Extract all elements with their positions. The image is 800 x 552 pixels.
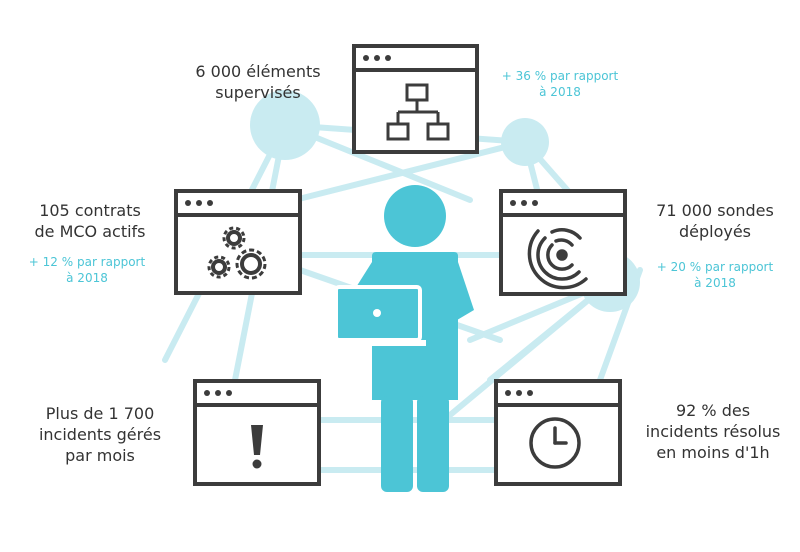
incidents-line-2: incidents gérés — [38, 425, 162, 444]
window-right — [499, 189, 627, 296]
window-left — [174, 189, 302, 295]
probes-growth-line-2: à 2018 — [694, 276, 736, 290]
warning-icon — [251, 425, 263, 469]
signal-icon — [527, 228, 588, 290]
contracts-growth: + 12 % par rapport à 2018 — [12, 254, 162, 286]
contracts-line-2: de MCO actifs — [34, 222, 146, 241]
probes-line-2: déployés — [678, 222, 752, 241]
clock-icon — [529, 417, 581, 469]
contracts-line-1: 105 contrats — [39, 201, 141, 220]
resolved-line-2: incidents résolus — [645, 422, 781, 441]
probes-growth-line-1: + 20 % par rapport — [656, 260, 774, 274]
monitored-growth-line-2: à 2018 — [539, 85, 581, 99]
contracts-label: 105 contrats de MCO actifs — [20, 200, 160, 242]
resolved-label: 92 % des incidents résolus en moins d'1h — [632, 400, 794, 463]
gears-icon — [207, 226, 267, 280]
incidents-line-1: Plus de 1 700 — [45, 404, 155, 423]
probes-line-1: 71 000 sondes — [656, 201, 774, 220]
person-laptop-icon — [330, 185, 474, 492]
window-top — [352, 44, 479, 154]
monitored-label: 6 000 éléments supervisés — [168, 61, 348, 103]
monitored-line-2: supervisés — [215, 83, 301, 102]
contracts-growth-line-1: + 12 % par rapport — [28, 255, 146, 269]
resolved-line-1: 92 % des — [675, 401, 751, 420]
window-bottom-right — [494, 379, 622, 486]
monitored-growth-line-1: + 36 % par rapport — [501, 69, 619, 83]
probes-growth: + 20 % par rapport à 2018 — [640, 259, 790, 291]
resolved-line-3: en moins d'1h — [656, 443, 770, 462]
incidents-label: Plus de 1 700 incidents gérés par mois — [20, 403, 180, 466]
monitored-line-1: 6 000 éléments — [195, 62, 321, 81]
incidents-line-3: par mois — [65, 446, 135, 465]
monitored-growth: + 36 % par rapport à 2018 — [480, 68, 640, 100]
probes-label: 71 000 sondes déployés — [640, 200, 790, 242]
hierarchy-icon — [386, 83, 450, 141]
contracts-growth-line-2: à 2018 — [66, 271, 108, 285]
window-bottom-left — [193, 379, 321, 486]
